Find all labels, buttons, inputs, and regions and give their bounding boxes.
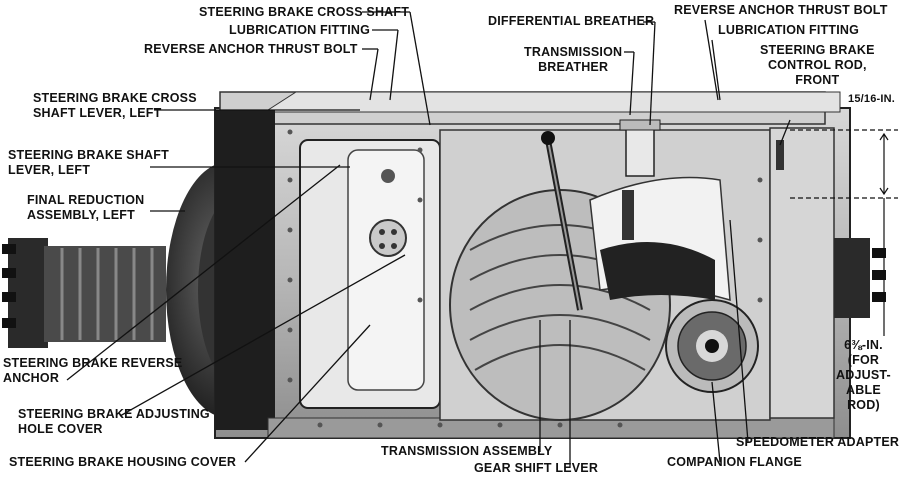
label-cross-shaft-lever: STEERING BRAKE CROSS SHAFT LEVER, LEFT xyxy=(33,91,197,120)
companion-flange xyxy=(665,299,759,393)
label-dim-fraction: 15/16-IN. xyxy=(848,93,896,105)
label-adjusting-hole: STEERING BRAKE ADJUSTING HOLE COVER xyxy=(18,407,210,436)
label-steering-brake-cross-shaft: STEERING BRAKE CROSS SHAFT xyxy=(199,5,410,19)
label-companion-flange: COMPANION FLANGE xyxy=(667,455,802,469)
label-reverse-anchor-thrust-bolt-left: REVERSE ANCHOR THRUST BOLT xyxy=(144,42,358,56)
label-transmission-assembly: TRANSMISSION ASSEMBLY xyxy=(381,444,553,458)
label-differential-breather: DIFFERENTIAL BREATHER xyxy=(488,14,655,28)
label-lubrication-fitting-left: LUBRICATION FITTING xyxy=(229,23,371,37)
label-shaft-lever: STEERING BRAKE SHAFT LEVER, LEFT xyxy=(8,148,169,177)
dimension-markers xyxy=(790,129,898,336)
label-transmission-breather: TRANSMISSION BREATHER xyxy=(524,45,623,74)
label-lubrication-fitting-right: LUBRICATION FITTING xyxy=(718,23,860,37)
label-dim-rod: 6⅜-IN. (FOR ADJUST- ABLE ROD) xyxy=(836,338,891,412)
housing-bolts xyxy=(287,129,763,428)
label-gear-shift-lever: GEAR SHIFT LEVER xyxy=(474,461,599,475)
label-reverse-anchor-thrust-bolt-right: REVERSE ANCHOR THRUST BOLT xyxy=(674,3,888,17)
right-end-assembly xyxy=(769,127,886,419)
label-reverse-anchor: STEERING BRAKE REVERSE ANCHOR xyxy=(3,356,183,385)
label-control-rod: STEERING BRAKE CONTROL ROD, FRONT xyxy=(760,43,875,87)
gear-shift-lever xyxy=(541,131,583,311)
leader-lines xyxy=(66,11,791,468)
label-housing-cover: STEERING BRAKE HOUSING COVER xyxy=(9,455,237,469)
steering-brake-housing-cover xyxy=(299,139,441,409)
label-final-reduction: FINAL REDUCTION ASSEMBLY, LEFT xyxy=(27,193,145,222)
label-speedometer-adapter: SPEEDOMETER ADAPTER xyxy=(736,435,900,449)
transmission-breather xyxy=(619,119,661,240)
